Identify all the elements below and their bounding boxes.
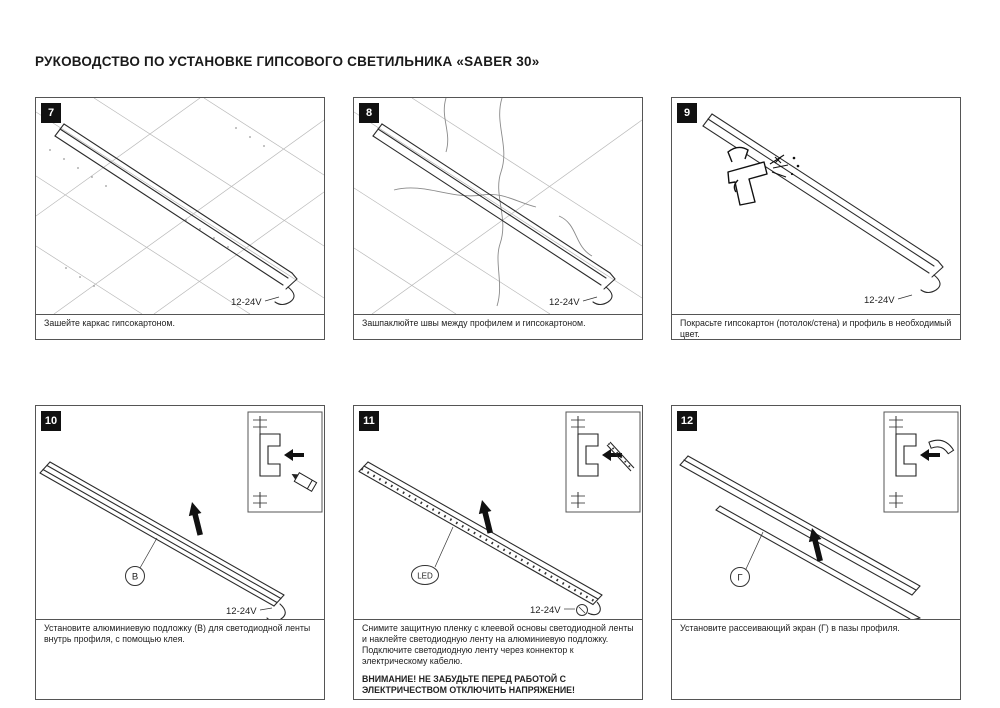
voltage-label: 12-24V bbox=[231, 297, 262, 308]
spray-gun-icon bbox=[727, 146, 800, 206]
profile-channel bbox=[679, 455, 921, 596]
step-caption: Установите алюминиевую подложку (В) для … bbox=[36, 619, 324, 699]
step-number-badge: 9 bbox=[677, 103, 697, 123]
step-caption: Снимите защитную пленку с клеевой основы… bbox=[354, 619, 642, 699]
voltage-label: 12-24V bbox=[864, 295, 895, 306]
power-cable bbox=[266, 603, 286, 619]
profile-cross-section bbox=[895, 433, 917, 477]
insert-arrow-icon bbox=[920, 449, 940, 461]
part-leader-line bbox=[434, 526, 454, 568]
power-cable bbox=[920, 274, 941, 294]
voltage-label: 12-24V bbox=[226, 606, 257, 617]
putty-seam-lines bbox=[393, 98, 593, 307]
step-number-badge: 10 bbox=[41, 411, 61, 431]
profile-cross-section bbox=[577, 433, 599, 477]
step-panel-11: 11 LED bbox=[353, 405, 643, 700]
aluminium-backing-strip bbox=[39, 461, 286, 619]
detail-inset bbox=[565, 411, 641, 513]
profile-cross-section bbox=[259, 433, 281, 477]
voltage-leader-line bbox=[259, 607, 273, 611]
step-panel-7: 7 12-24V bbox=[35, 97, 325, 340]
painting-diagram: 12-24V bbox=[702, 113, 944, 306]
glue-tube-icon bbox=[291, 471, 318, 493]
diffuser-screen-diagram: Г bbox=[679, 411, 959, 619]
caption-text: Снимите защитную пленку с клеевой основы… bbox=[362, 623, 634, 666]
caption-text: Зашейте каркас гипсокартоном. bbox=[44, 318, 175, 328]
step-caption: Зашейте каркас гипсокартоном. bbox=[36, 314, 324, 339]
caption-text: Установите рассеивающий экран (Г) в пазы… bbox=[680, 623, 900, 633]
part-leader-line bbox=[139, 537, 158, 569]
step-panel-10: 10 В bbox=[35, 405, 325, 700]
insert-arrow-icon bbox=[478, 500, 493, 534]
voltage-leader-line bbox=[582, 296, 598, 302]
screw-dots bbox=[49, 127, 265, 287]
diffuser-screen bbox=[715, 505, 921, 619]
drywall-cladding-diagram: 12-24V bbox=[36, 98, 324, 314]
led-strip-diagram: LED 12-24V bbox=[358, 411, 641, 616]
step-number-badge: 8 bbox=[359, 103, 379, 123]
voltage-leader-line bbox=[897, 294, 913, 300]
insert-arrow-icon bbox=[188, 502, 203, 536]
led-strip bbox=[358, 461, 603, 606]
part-label: LED bbox=[417, 571, 433, 580]
caption-text: Покрасьте гипсокартон (потолок/стена) и … bbox=[680, 318, 952, 339]
caption-text: Установите алюминиевую подложку (В) для … bbox=[44, 623, 311, 644]
aluminium-backing-diagram: В 12-24V bbox=[39, 411, 323, 619]
power-cable bbox=[274, 286, 295, 306]
warning-text: ВНИМАНИЕ! НЕ ЗАБУДЬТЕ ПЕРЕД РАБОТОЙ С ЭЛ… bbox=[362, 673, 575, 695]
power-cable bbox=[592, 286, 613, 306]
profile-channel bbox=[372, 123, 616, 306]
step-panel-8: 8 12-24V Зашпаклюйте швы bbox=[353, 97, 643, 340]
led-strip-section bbox=[606, 441, 635, 472]
part-label-circle bbox=[411, 565, 439, 585]
part-label-circle bbox=[125, 566, 145, 586]
drywall-plane-lines bbox=[354, 98, 642, 314]
voltage-label: 12-24V bbox=[530, 605, 561, 616]
step-caption: Покрасьте гипсокартон (потолок/стена) и … bbox=[672, 314, 960, 339]
profile-channel bbox=[54, 123, 298, 306]
part-leader-line bbox=[745, 531, 764, 570]
part-label: Г bbox=[737, 573, 742, 584]
insert-arrow-icon bbox=[602, 449, 622, 461]
step-caption: Установите рассеивающий экран (Г) в пазы… bbox=[672, 619, 960, 699]
screw-marks bbox=[889, 419, 903, 504]
spray-lines bbox=[769, 154, 789, 178]
step-number-badge: 7 bbox=[41, 103, 61, 123]
step-caption: Зашпаклюйте швы между профилем и гипсока… bbox=[354, 314, 642, 339]
putty-seams-diagram: 12-24V bbox=[354, 98, 642, 314]
connector-pin bbox=[578, 606, 586, 614]
paint-droplets bbox=[790, 156, 800, 176]
screw-marks bbox=[571, 419, 585, 504]
page-title: РУКОВОДСТВО ПО УСТАНОВКЕ ГИПСОВОГО СВЕТИ… bbox=[35, 54, 540, 69]
diffuser-cross-section bbox=[928, 439, 955, 455]
voltage-label: 12-24V bbox=[549, 297, 580, 308]
step-number-badge: 12 bbox=[677, 411, 697, 431]
insert-arrow-icon bbox=[808, 528, 823, 562]
led-diodes bbox=[360, 467, 597, 603]
caption-text: Зашпаклюйте швы между профилем и гипсока… bbox=[362, 318, 586, 328]
power-cable bbox=[587, 601, 601, 616]
screw-marks bbox=[253, 419, 267, 504]
detail-inset bbox=[883, 411, 959, 513]
step-number-badge: 11 bbox=[359, 411, 379, 431]
step-panel-9: 9 12-24V bbox=[671, 97, 961, 340]
insert-arrow-icon bbox=[284, 449, 304, 461]
part-label-circle bbox=[730, 567, 750, 587]
drywall-plane-lines bbox=[36, 98, 324, 314]
detail-inset bbox=[247, 411, 323, 513]
part-label: В bbox=[132, 572, 138, 583]
voltage-leader-line bbox=[264, 296, 280, 302]
step-panel-12: 12 Г bbox=[671, 405, 961, 700]
